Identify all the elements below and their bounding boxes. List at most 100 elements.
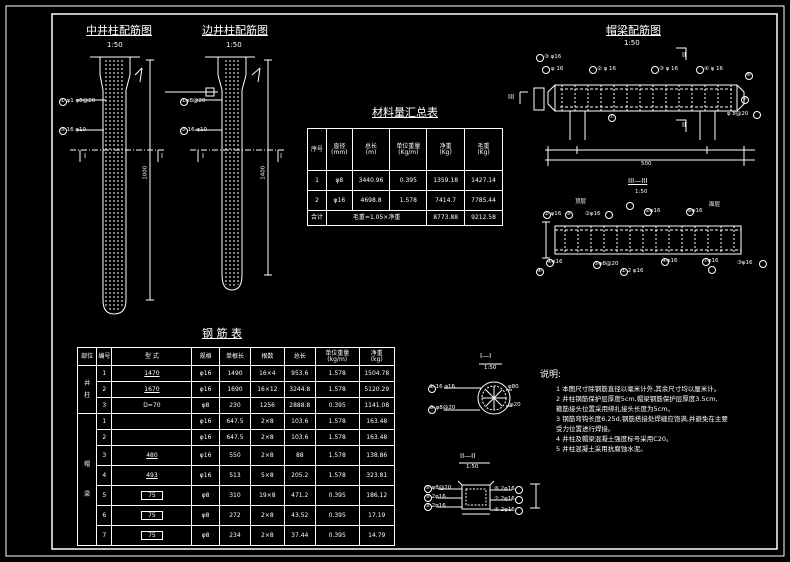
rebar-total: 37.44: [283, 525, 316, 546]
rebar-len: 234: [218, 525, 252, 546]
note-item: 3 钢筋弯钩长度6.25d,钢筋搭接处焊缝应饱满,并避免在主要: [556, 415, 728, 423]
mat-cell: 1.578: [389, 190, 428, 211]
rebar-unit: 1.578: [314, 365, 360, 382]
side-callout-1: ①φ8@20: [181, 98, 206, 104]
rebar-title: 钢 筋 表: [202, 327, 242, 340]
beam-callout-9: ⑦: [609, 114, 614, 120]
rebar-len: 550: [218, 445, 252, 466]
s11-callout-3: φ80: [508, 384, 519, 390]
s22-callout-4: ⑥ 2φ16: [494, 486, 515, 492]
rebar-total: 3244.8: [283, 381, 316, 398]
mat-header-cell: 序号: [306, 128, 328, 171]
rebar-total: 953.6: [283, 365, 316, 382]
mid-column-drawing: [59, 56, 165, 315]
mid-callout-1: ① φ1 φ8@20: [60, 98, 96, 104]
mat-cell: 1: [306, 170, 328, 191]
mat-cell: 1359.18: [426, 170, 466, 191]
beam-elevation-drawing: [519, 47, 761, 166]
mat-cell: φ16: [326, 190, 353, 211]
mat-header-cell: 毛重 (Kg): [464, 128, 503, 171]
rebar-spec: φ16: [191, 465, 220, 486]
rebar-count: 2×8: [250, 525, 285, 546]
rebar-unit: 1.578: [314, 413, 360, 430]
rebar-header-cell: 总长: [283, 347, 316, 366]
rebar-no: 2: [96, 381, 113, 398]
materials-title: 材料量汇总表: [372, 106, 438, 119]
mat-header-cell: 总长 (m): [351, 128, 391, 171]
rebar-unit: 1.578: [314, 381, 360, 398]
rebar-count: 2×8: [250, 429, 285, 446]
s33-callout-10: ⑤φ8@20: [594, 261, 619, 267]
rebar-spec: φ16: [191, 413, 220, 430]
rebar-header-cell: 规格: [191, 347, 220, 366]
s33-callout-13: ⑦φ16: [703, 258, 719, 264]
mid-column-scale: 1:50: [107, 41, 123, 49]
side-column-title: 边井柱配筋图: [202, 24, 268, 37]
s33-callout-1: ② φ16: [544, 211, 562, 217]
rebar-no: 3: [96, 397, 113, 414]
rebar-net: 1504.78: [358, 365, 395, 382]
rebar-shape-label: 75: [141, 510, 163, 520]
mid-column-title: 中井柱配筋图: [86, 24, 152, 37]
rebar-count: 16×12: [250, 381, 285, 398]
mat-cell: 1427.14: [464, 170, 503, 191]
s33-callout-14: ③φ16: [737, 260, 753, 266]
rebar-shape-label: 75: [141, 490, 163, 500]
rebar-count: 5×8: [250, 465, 285, 486]
rebar-no: 1: [96, 365, 113, 382]
rebar-header-cell: 部位: [76, 347, 98, 366]
beam-callout-7: ⑤: [742, 96, 747, 102]
mat-cell: φ8: [326, 170, 353, 191]
s33-callout-4: ②φ16: [585, 211, 601, 217]
beam-callout-6: ⑥: [746, 72, 751, 78]
s22-callout-2: ③ 2φ16: [425, 494, 446, 500]
rebar-header-cell: 单根长: [218, 347, 252, 366]
s22-callout-5: ⑦ 2φ16: [494, 496, 515, 502]
beam-title: 帽梁配筋图: [606, 24, 661, 37]
notes-block: 说明: 1 本图尺寸除钢筋直径以毫米计外,其余尺寸均以厘米计。 2 井柱钢筋保护…: [540, 370, 728, 454]
s33-callout-3: 顶层: [575, 199, 587, 205]
rebar-header-cell: 净重 (kg): [358, 347, 395, 366]
rebar-net: 163.48: [358, 429, 395, 446]
rebar-shape-label: 480: [146, 451, 158, 459]
rebar-unit: 1.578: [314, 465, 360, 486]
rebar-shape: 493: [111, 465, 193, 486]
rebar-count: 2×8: [250, 505, 285, 526]
rebar-header-cell: 根数: [250, 347, 285, 366]
rebar-net: 186.12: [358, 485, 395, 506]
rebar-net: 323.81: [358, 465, 395, 486]
rebar-len: 1690: [218, 381, 252, 398]
rebar-shape-label: D=70: [143, 401, 161, 409]
rebar-count: 16×4: [250, 365, 285, 382]
s22-callout-6: ④ 2φ16: [494, 507, 515, 513]
outer-frame: [5, 5, 785, 557]
beam-callout-1: ③ φ16: [544, 54, 562, 60]
section-22-scale: 1:50: [466, 464, 479, 470]
rebar-unit: 1.578: [314, 445, 360, 466]
s33-callout-7: 面层: [709, 202, 721, 208]
rebar-net: 1141.08: [358, 397, 395, 414]
rebar-no: 4: [96, 465, 113, 486]
s22-callout-1: ⑤ φ8@20: [425, 485, 452, 491]
rebar-shape-label: 75: [141, 530, 163, 540]
rebar-shape: 480: [111, 445, 193, 466]
rebar-shape-label: 1470: [144, 369, 160, 377]
rebar-shape-label: 1670: [144, 385, 160, 393]
rebar-net: 5120.29: [358, 381, 395, 398]
s33-callout-6: ⑥φ16: [687, 208, 703, 214]
s33-callout-9: ④φ16: [547, 259, 563, 265]
inner-frame: [51, 13, 778, 550]
s33-callout-11: ① 2 φ16: [621, 268, 644, 274]
rebar-total: 43.52: [283, 505, 316, 526]
rebar-spec: φ8: [191, 505, 220, 526]
side-section-marker-left: I: [202, 152, 205, 160]
mat-total-net: 8773.88: [426, 210, 466, 226]
side-height-dim: 1400: [260, 165, 267, 180]
mat-header-cell: 净重 (Kg): [426, 128, 466, 171]
rebar-spec: φ16: [191, 445, 220, 466]
beam-callout-5: ④ φ 16: [704, 66, 724, 72]
note-item: 5 井柱混凝土采用抗腐蚀水泥。: [556, 445, 647, 453]
rebar-no: 1: [96, 413, 113, 430]
rebar-no: 5: [96, 485, 113, 506]
rebar-spec: φ16: [191, 365, 220, 382]
